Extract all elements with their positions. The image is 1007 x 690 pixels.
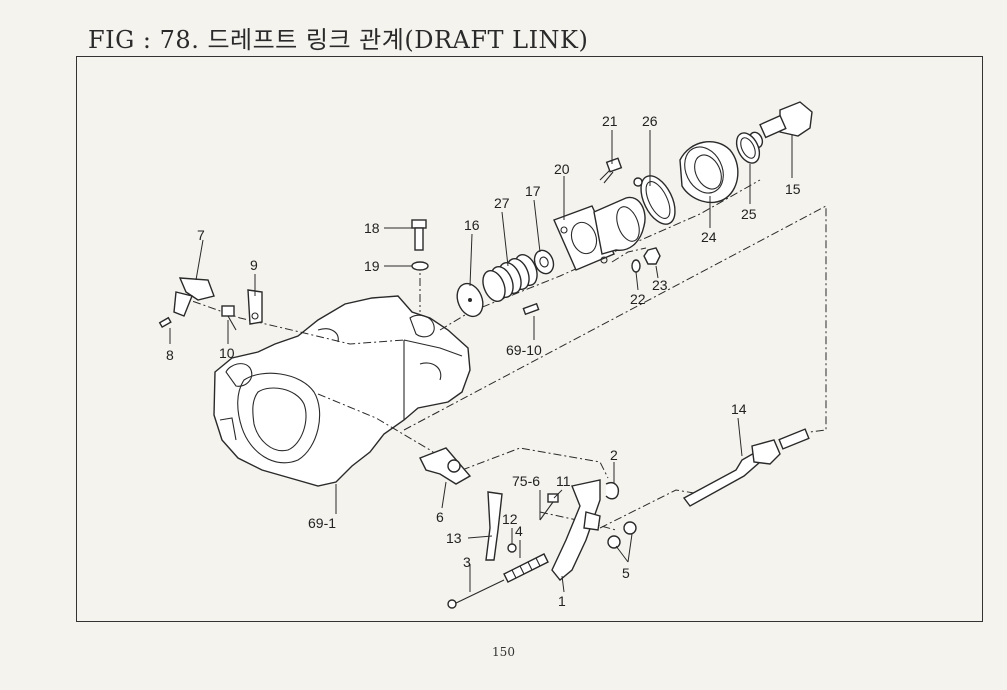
part-12-nut xyxy=(507,543,517,553)
part-14-rod-assembly xyxy=(682,428,810,507)
callout-8: 8 xyxy=(166,347,174,363)
callout-69-1: 69-1 xyxy=(308,515,336,531)
part-7-lever xyxy=(173,277,215,317)
part-13-arm xyxy=(485,491,503,561)
part-25-clamp xyxy=(735,132,761,164)
part-11-bolt xyxy=(539,493,559,521)
callout-26: 26 xyxy=(642,113,658,129)
page-number: 150 xyxy=(492,645,515,659)
part-5-nuts xyxy=(607,521,637,549)
part-10-bolt xyxy=(221,305,237,331)
part-2-clip xyxy=(605,482,620,500)
part-9-bracket xyxy=(247,289,263,325)
part-23-nut xyxy=(643,247,661,265)
callout-21: 21 xyxy=(602,113,618,129)
figure-title: FIG : 78. 드레프트 링크 관계(DRAFT LINK) xyxy=(88,26,589,54)
part-4-spring xyxy=(503,553,549,583)
part-6-shaft xyxy=(419,447,472,485)
callout-3: 3 xyxy=(463,554,471,570)
callout-1: 1 xyxy=(558,593,566,609)
part-22-washer xyxy=(631,259,641,273)
callout-23: 23 xyxy=(652,277,668,293)
part-16-plate xyxy=(456,282,484,318)
callout-75-6: 75-6 xyxy=(512,473,540,489)
part-24-boot xyxy=(679,141,739,204)
callout-14: 14 xyxy=(731,401,747,417)
part-1-lever xyxy=(551,479,601,581)
callout-18: 18 xyxy=(364,220,380,236)
callout-7: 7 xyxy=(197,227,205,243)
part-20-flange xyxy=(553,196,646,271)
callout-12: 12 xyxy=(502,511,518,527)
callout-leaders xyxy=(169,130,793,593)
callout-13: 13 xyxy=(446,530,462,546)
callout-19: 19 xyxy=(364,258,380,274)
part-3-rod xyxy=(447,579,505,609)
part-18-bolt xyxy=(411,219,427,251)
callout-6: 6 xyxy=(436,509,444,525)
callout-9: 9 xyxy=(250,257,258,273)
callout-11: 11 xyxy=(556,473,571,489)
transmission-housing xyxy=(213,295,471,487)
callout-27: 27 xyxy=(494,195,510,211)
callout-24: 24 xyxy=(701,229,717,245)
callout-25: 25 xyxy=(741,206,757,222)
callout-20: 20 xyxy=(554,161,570,177)
part-19-washer xyxy=(411,261,429,271)
part-15-connector xyxy=(748,101,813,149)
callout-labels: 15 25 24 26 21 20 17 27 16 18 19 7 9 8 1… xyxy=(166,113,801,609)
part-27-spring xyxy=(482,253,538,303)
callout-15: 15 xyxy=(785,181,801,197)
part-26-band xyxy=(633,175,676,225)
callout-22: 22 xyxy=(630,291,646,307)
diagram-frame xyxy=(76,56,983,622)
callout-4: 4 xyxy=(515,523,523,539)
part-8-pin xyxy=(158,316,172,329)
callout-69-10: 69-10 xyxy=(506,342,542,358)
part-21-bolt xyxy=(599,157,623,184)
callout-16: 16 xyxy=(464,217,480,233)
callout-2: 2 xyxy=(610,447,618,463)
callout-17: 17 xyxy=(525,183,541,199)
part-69-10-pin xyxy=(522,302,540,316)
callout-10: 10 xyxy=(219,345,235,361)
callout-5: 5 xyxy=(622,565,630,581)
